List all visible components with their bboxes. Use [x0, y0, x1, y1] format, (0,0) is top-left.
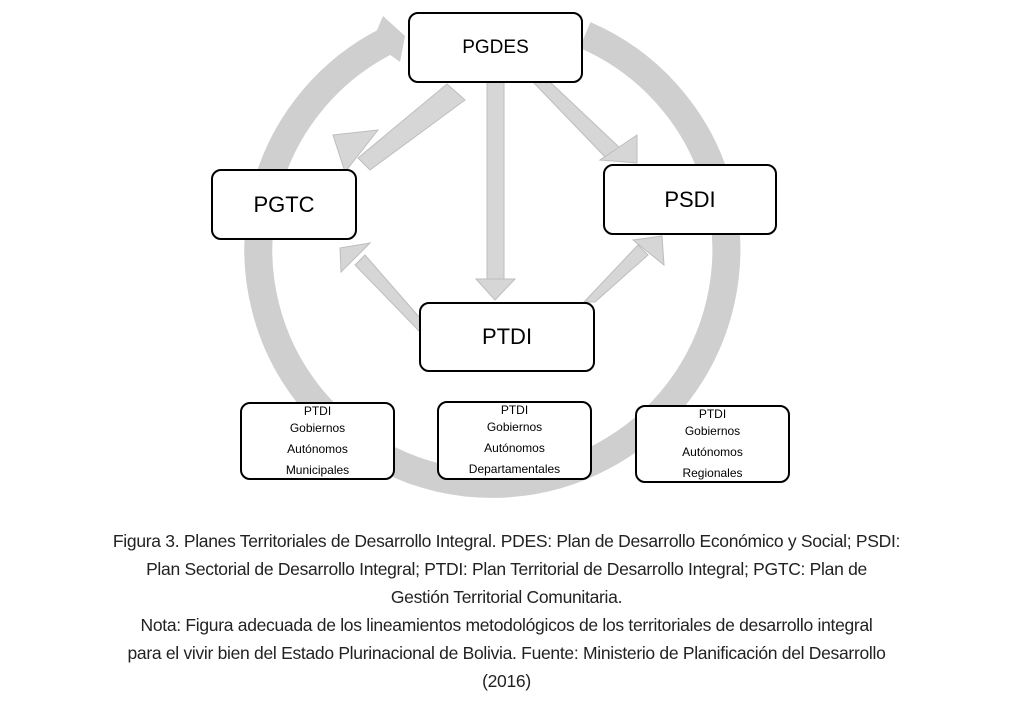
sub-box-line: Regionales: [682, 466, 743, 480]
node-ptdi-label: PTDI: [481, 324, 533, 349]
caption-note-line: (2016): [482, 671, 531, 691]
sub-box-municipales: PTDI Gobiernos Autónomos Municipales: [240, 402, 395, 480]
sub-box-line: Autónomos: [682, 445, 743, 459]
caption-line: Gestión Territorial Comunitaria.: [390, 587, 623, 607]
sub-box-line: PTDI: [303, 404, 332, 418]
arrow-pgdes-to-psdi: [531, 81, 638, 164]
sub-box-line: Gobiernos: [486, 420, 543, 434]
sub-box-line: Gobiernos: [289, 421, 346, 435]
sub-box-line: PTDI: [698, 407, 727, 421]
sub-box-line: Municipales: [285, 463, 350, 477]
caption-note-line: para el vivir bien del Estado Plurinacio…: [127, 643, 886, 663]
cycle-ring-arrowhead: [372, 16, 405, 62]
caption-line: Figura 3. Planes Territoriales de Desarr…: [112, 531, 901, 551]
arrow-ptdi-to-pgtc: [339, 242, 421, 334]
node-psdi: PSDI: [603, 164, 777, 235]
sub-box-line: Autónomos: [287, 442, 348, 456]
node-pgdes: PGDES: [408, 12, 583, 83]
planning-cycle-diagram: PGDES PGTC PSDI PTDI PTDI Gobiernos Autó…: [211, 12, 790, 498]
node-psdi-label: PSDI: [664, 186, 716, 212]
sub-box-regionales: PTDI Gobiernos Autónomos Regionales: [635, 405, 790, 483]
sub-box-line: Gobiernos: [684, 424, 741, 438]
node-pgtc-label: PGTC: [253, 191, 315, 217]
node-pgdes-label: PGDES: [462, 36, 529, 58]
sub-box-line: PTDI: [500, 403, 529, 417]
arrow-pgdes-to-pgtc: [332, 83, 466, 174]
arrow-pgdes-to-ptdi: [474, 81, 517, 301]
sub-box-line: Autónomos: [484, 441, 545, 455]
node-ptdi: PTDI: [419, 302, 595, 372]
caption-note-line: Nota: Figura adecuada de los lineamiento…: [140, 615, 873, 635]
caption-line: Plan Sectorial de Desarrollo Integral; P…: [146, 559, 867, 579]
sub-box-departamentales: PTDI Gobiernos Autónomos Departamentales: [437, 401, 592, 480]
figure-caption: Figura 3. Planes Territoriales de Desarr…: [0, 527, 1013, 695]
arrow-ptdi-to-psdi: [582, 235, 665, 303]
sub-box-line: Departamentales: [468, 462, 561, 476]
node-pgtc: PGTC: [211, 169, 357, 240]
